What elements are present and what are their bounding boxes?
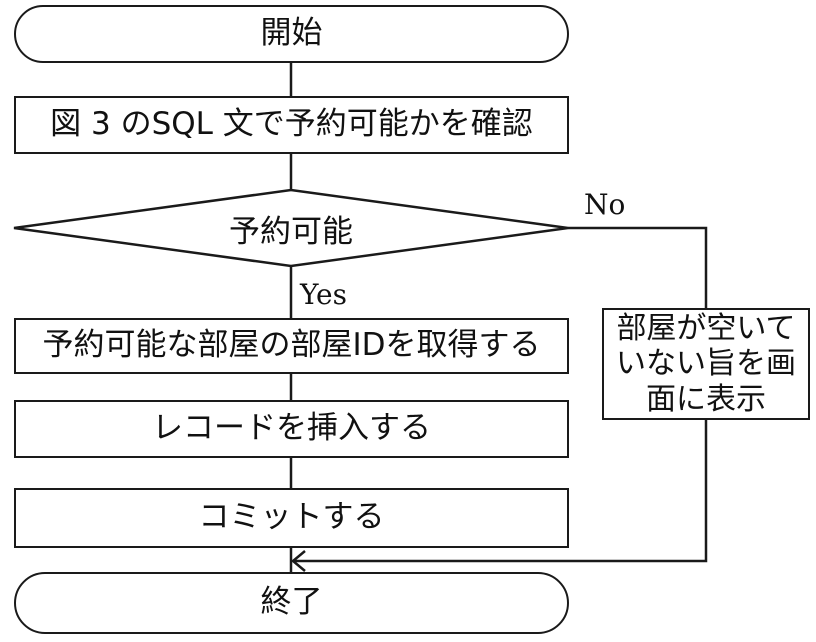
step-commit-label: コミットする bbox=[198, 499, 385, 536]
start-terminal: 開始 bbox=[14, 5, 569, 63]
end-label: 終了 bbox=[260, 584, 323, 621]
step-check-availability: 図 3 のSQL 文で予約可能かを確認 bbox=[14, 96, 569, 154]
arrowhead-icon bbox=[291, 550, 306, 572]
no-label: No bbox=[584, 188, 626, 221]
connector-no-return bbox=[293, 420, 708, 563]
step-insert-record: レコードを挿入する bbox=[14, 400, 569, 458]
step-get-room-id-label: 予約可能な部屋の部屋IDを取得する bbox=[42, 327, 541, 364]
end-terminal: 終了 bbox=[14, 572, 569, 634]
decision-label: 予約可能 bbox=[140, 205, 442, 251]
connector-no-branch bbox=[568, 226, 708, 308]
step-commit: コミットする bbox=[14, 488, 569, 548]
step-show-unavailable: 部屋が空いていない旨を画面に表示 bbox=[602, 308, 810, 420]
start-label: 開始 bbox=[260, 15, 323, 52]
step-check-availability-label: 図 3 のSQL 文で予約可能かを確認 bbox=[50, 106, 533, 143]
step-show-unavailable-label: 部屋が空いていない旨を画面に表示 bbox=[616, 310, 796, 417]
step-insert-record-label: レコードを挿入する bbox=[152, 410, 431, 447]
yes-label: Yes bbox=[300, 278, 347, 311]
step-get-room-id: 予約可能な部屋の部屋IDを取得する bbox=[14, 318, 569, 374]
decision-text: 予約可能 bbox=[229, 213, 353, 250]
